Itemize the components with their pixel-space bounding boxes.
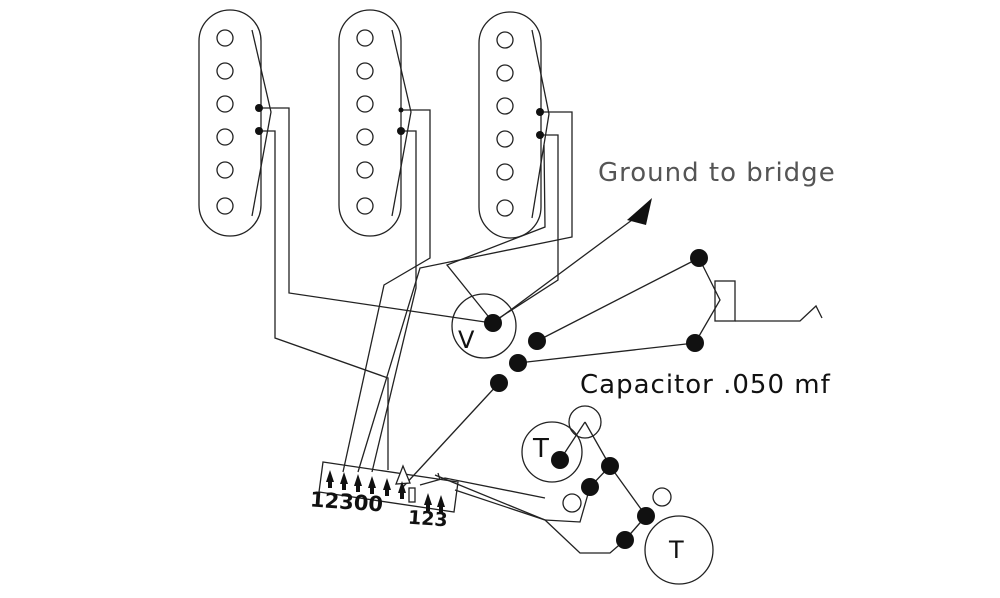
solder-point — [397, 127, 405, 135]
volume-pot — [451, 293, 517, 359]
tone-1-lug — [581, 478, 599, 496]
ground-arrow — [627, 198, 652, 225]
ground-to-bridge-label: Ground to bridge — [598, 158, 836, 188]
volume-lug — [528, 332, 546, 350]
solder-point — [255, 104, 263, 112]
tone-2-lug — [637, 507, 655, 525]
capacitor-label: Capacitor .050 mf — [580, 370, 831, 400]
output-jack — [517, 257, 823, 364]
volume-lug — [490, 374, 508, 392]
volume-lug — [509, 354, 527, 372]
jack-lug — [686, 334, 704, 352]
tone-2-lug — [652, 487, 672, 507]
jack-lug — [690, 249, 708, 267]
ground-wire — [492, 219, 633, 324]
bridge-pickup — [478, 11, 550, 239]
capacitor — [568, 405, 602, 439]
pickup-selector-switch — [318, 461, 459, 513]
volume-lug — [484, 314, 502, 332]
tone-pot-2-label: T — [669, 536, 684, 564]
tone-1-lug — [601, 457, 619, 475]
tone-pot-1-label: T — [533, 434, 549, 464]
switch-numbers-left: 12300 — [309, 487, 384, 517]
solder-point — [255, 127, 263, 135]
tone-pot-1 — [521, 421, 583, 483]
tone-1-lug — [551, 451, 569, 469]
vol-to-switch-wire — [401, 382, 500, 489]
pickup-wires — [259, 107, 573, 473]
neck-pickup — [198, 9, 272, 237]
tone-2-lug — [616, 531, 634, 549]
solder-point — [398, 107, 404, 113]
tone-1-lug — [562, 493, 582, 513]
volume-pot-label: V — [458, 326, 475, 354]
solder-point — [536, 108, 544, 116]
tone-pot-2 — [644, 515, 714, 585]
switch-numbers-right: 123 — [407, 506, 449, 532]
switch-lugs — [326, 470, 445, 513]
solder-point — [536, 131, 544, 139]
middle-pickup — [338, 9, 412, 237]
